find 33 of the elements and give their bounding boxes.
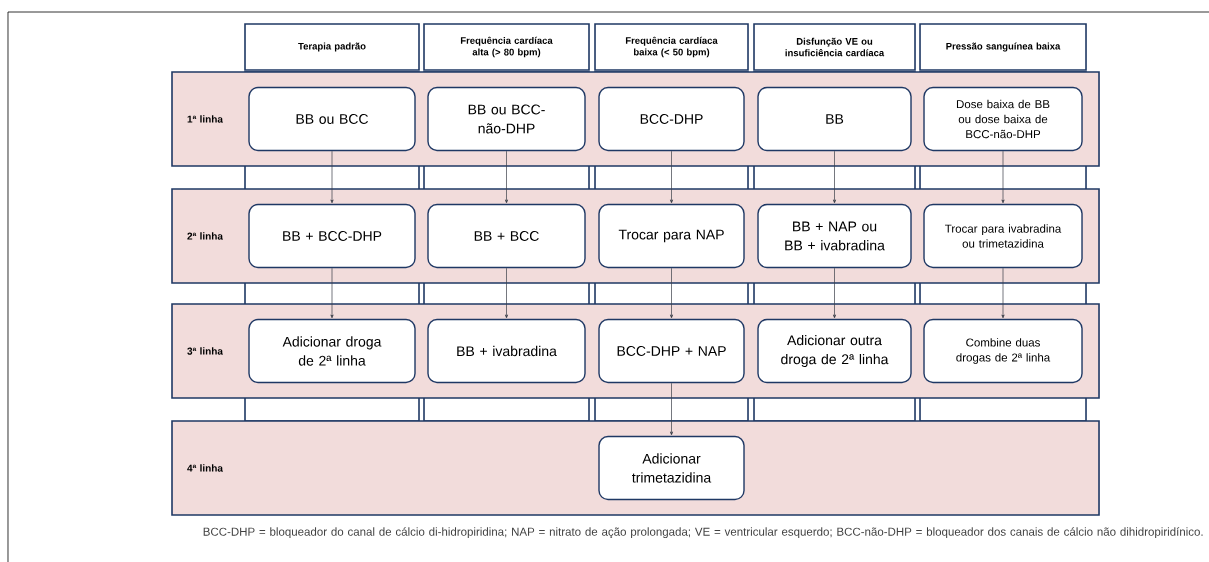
drug-box: Combine duas drogas de 2ª linha	[923, 318, 1083, 384]
arrow	[504, 150, 509, 204]
drug-box: Adicionar trimetazidina	[598, 435, 745, 501]
arrow	[330, 150, 334, 204]
drug-box: BB ou BCC-não-DHP	[427, 86, 586, 152]
drug-box: BCC-DHP	[598, 86, 745, 152]
drug-box: Adicionar droga de 2ª linha	[248, 318, 416, 384]
drug-box: BB	[757, 86, 912, 152]
column-header: Frequência cardíaca baixa (< 50 bpm)	[594, 23, 749, 71]
drug-box: BB + BCC-DHP	[248, 203, 416, 269]
drug-box: Dose baixa de BB ou dose baixa de BCC-não-DHP	[923, 86, 1083, 152]
arrow	[669, 267, 674, 319]
drug-box: BB ou BCC	[248, 86, 416, 152]
arrow	[330, 267, 334, 319]
caption: BCC-DHP = bloqueador do canal de cálcio di-hidropiridina; NAP = nitrato de ação prolongada; VE = ventricular esquerdo; BCC-não-DHP = bloqueador dos canais de cálcio não dihidropiridínico.	[203, 527, 1203, 539]
column-header: Terapia padrão	[244, 23, 420, 71]
arrow	[1001, 267, 1005, 319]
drug-box: Adicionar outra droga de 2ª linha	[757, 318, 912, 384]
column-header: Pressão sanguínea baixa	[919, 23, 1087, 71]
drug-box: BB + NAP ou BB + ivabradina	[757, 203, 912, 269]
arrow	[1001, 150, 1005, 204]
drug-box: BCC-DHP + NAP	[598, 318, 745, 384]
arrow	[832, 150, 837, 204]
arrow	[504, 267, 509, 319]
arrow	[832, 267, 837, 319]
column-header: Frequência cardíaca alta (> 80 bpm)	[423, 23, 590, 71]
column-header: Disfunção VE ou insuficiência cardíaca	[753, 23, 916, 71]
drug-box: BB + BCC	[427, 203, 586, 269]
drug-box: Trocar para ivabradina ou trimetazidina	[923, 203, 1083, 269]
drug-box: Trocar para NAP	[598, 203, 745, 269]
arrow	[669, 150, 674, 204]
drug-box: BB + ivabradina	[427, 318, 586, 384]
arrow	[669, 382, 674, 436]
